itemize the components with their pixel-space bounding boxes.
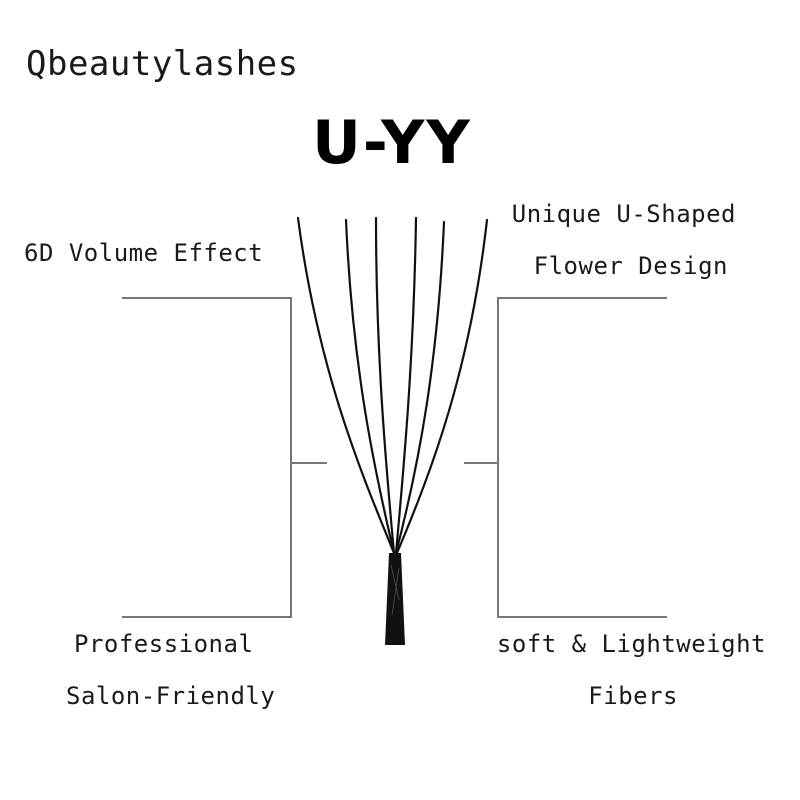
- model-title: U-YY: [312, 108, 472, 178]
- left-bracket: [122, 297, 292, 618]
- lash-stem: [385, 553, 405, 645]
- lash-fiber: [394, 216, 418, 555]
- feature-lightweight-line1: soft & Lightweight: [496, 630, 766, 658]
- lash-fiber: [296, 216, 396, 555]
- feature-volume-effect: 6D Volume Effect: [24, 239, 264, 267]
- brand-name: Qbeautylashes: [26, 44, 299, 84]
- lash-fiber: [344, 218, 396, 555]
- lash-fiber: [394, 220, 446, 555]
- feature-professional-line1: Professional: [74, 630, 254, 658]
- feature-professional-line2: Salon-Friendly: [66, 682, 276, 710]
- feature-u-shaped-line2: Flower Design: [533, 252, 728, 280]
- lash-fiber: [374, 216, 396, 555]
- feature-lightweight-line2: Fibers: [588, 682, 678, 710]
- lash-stem-twist: [390, 564, 400, 616]
- right-bracket: [497, 297, 667, 618]
- lash-fiber: [395, 218, 489, 555]
- feature-u-shaped-line1: Unique U-Shaped: [511, 200, 736, 228]
